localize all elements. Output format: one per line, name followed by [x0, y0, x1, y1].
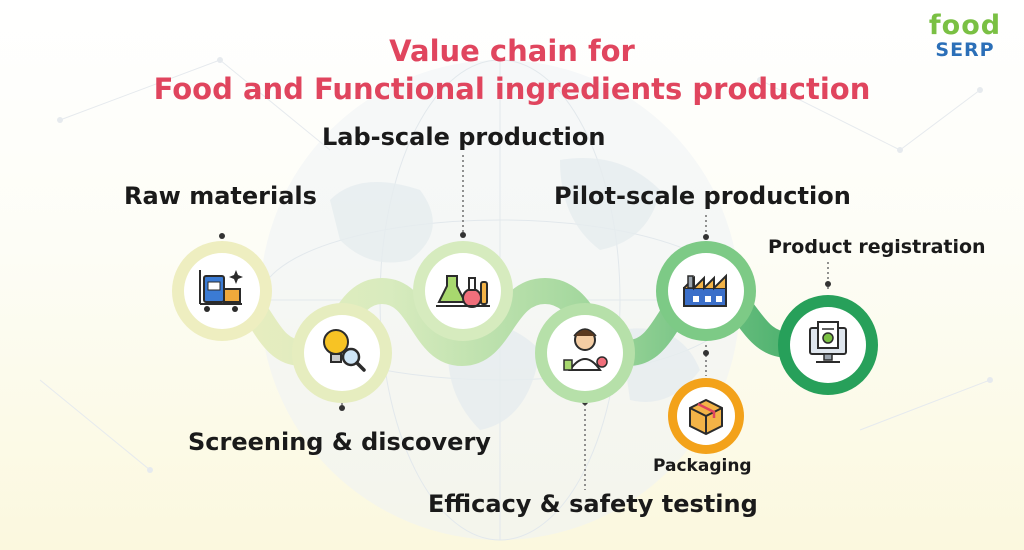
title-line-2: Food and Functional ingredients producti… — [153, 72, 871, 106]
label-raw-materials: Raw materials — [124, 182, 317, 210]
lightbulb-magnifier-icon — [323, 329, 366, 372]
warehouse-trolley-icon — [199, 270, 243, 312]
title-line-1: Value chain for — [389, 34, 635, 68]
stage-packaging — [668, 378, 744, 454]
stage-raw-materials — [172, 241, 272, 341]
logo-text-top: food — [928, 10, 1002, 41]
logo-text-bottom: SERP — [935, 39, 995, 61]
scientist-icon — [563, 328, 608, 371]
computer-document-icon — [809, 321, 847, 363]
label-lab-scale-production: Lab-scale production — [322, 123, 606, 151]
label-screening-discovery: Screening & discovery — [188, 428, 491, 456]
stage-efficacy-safety-testing — [535, 303, 635, 403]
stage-pilot-scale-production — [656, 241, 756, 341]
stage-lab-scale-production — [413, 241, 513, 341]
stage-inner — [547, 315, 623, 391]
stage-product-registration — [778, 295, 878, 395]
lab-glassware-icon — [436, 275, 490, 308]
label-pilot-scale-production: Pilot-scale production — [554, 182, 851, 210]
label-packaging: Packaging — [653, 456, 752, 476]
foodserp-logo: food SERP — [915, 10, 1015, 61]
label-efficacy-safety-testing: Efficacy & safety testing — [428, 490, 758, 518]
label-product-registration: Product registration — [768, 236, 986, 258]
stage-screening-discovery — [292, 303, 392, 403]
stage-inner — [425, 253, 501, 329]
factory-icon — [683, 273, 727, 307]
package-box-icon — [689, 398, 723, 436]
